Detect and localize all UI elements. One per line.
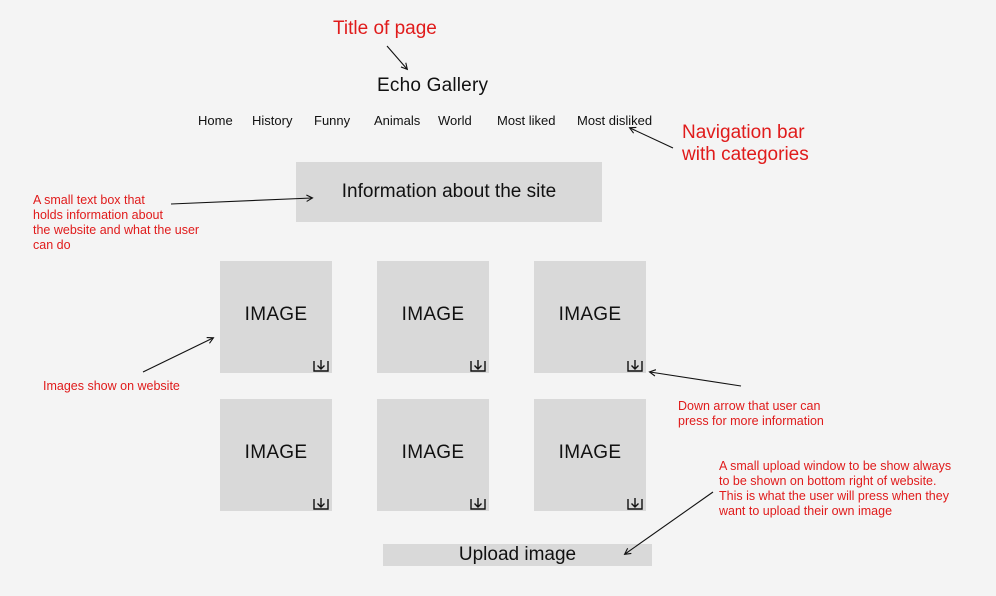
image-placeholder-label: IMAGE <box>244 304 308 325</box>
arrow-info-box <box>170 194 314 205</box>
nav-item-world[interactable]: World <box>438 113 472 128</box>
nav-item-history[interactable]: History <box>252 113 293 128</box>
arrow-upload <box>623 491 714 555</box>
annotation-navigation: Navigation bar with categories <box>682 122 809 165</box>
download-arrow-icon[interactable] <box>312 497 330 511</box>
arrow-title <box>386 45 409 71</box>
upload-image-label: Upload image <box>458 544 577 565</box>
annotation-upload: A small upload window to be show always … <box>719 459 952 518</box>
annotation-info-box: A small text box that holds information … <box>33 193 200 252</box>
annotation-images: Images show on website <box>43 379 180 393</box>
arrow-navigation <box>628 126 674 149</box>
site-title: Echo Gallery <box>377 75 489 96</box>
image-tile[interactable]: IMAGE <box>534 399 646 511</box>
arrow-down-arrow <box>648 369 742 387</box>
nav-item-funny[interactable]: Funny <box>314 113 351 128</box>
annotation-title: Title of page <box>333 18 437 39</box>
nav-item-most-disliked[interactable]: Most disliked <box>577 113 653 128</box>
arrow-images <box>142 336 215 373</box>
site-info-text: Information about the site <box>341 181 557 202</box>
image-tile[interactable]: IMAGE <box>220 261 332 373</box>
download-arrow-icon[interactable] <box>626 497 644 511</box>
image-placeholder-label: IMAGE <box>244 442 308 463</box>
image-placeholder-label: IMAGE <box>558 304 622 325</box>
download-arrow-icon[interactable] <box>312 359 330 373</box>
image-placeholder-label: IMAGE <box>558 442 622 463</box>
nav-item-most-liked[interactable]: Most liked <box>497 113 556 128</box>
annotation-down-arrow: Down arrow that user can press for more … <box>678 399 824 428</box>
image-placeholder-label: IMAGE <box>401 304 465 325</box>
image-tile[interactable]: IMAGE <box>377 399 489 511</box>
download-arrow-icon[interactable] <box>626 359 644 373</box>
download-arrow-icon[interactable] <box>469 359 487 373</box>
image-tile[interactable]: IMAGE <box>534 261 646 373</box>
download-arrow-icon[interactable] <box>469 497 487 511</box>
image-tile[interactable]: IMAGE <box>377 261 489 373</box>
image-placeholder-label: IMAGE <box>401 442 465 463</box>
image-tile[interactable]: IMAGE <box>220 399 332 511</box>
site-info-box: Information about the site <box>296 162 602 222</box>
nav-item-home[interactable]: Home <box>198 113 233 128</box>
upload-image-button[interactable]: Upload image <box>383 544 652 566</box>
nav-item-animals[interactable]: Animals <box>374 113 421 128</box>
